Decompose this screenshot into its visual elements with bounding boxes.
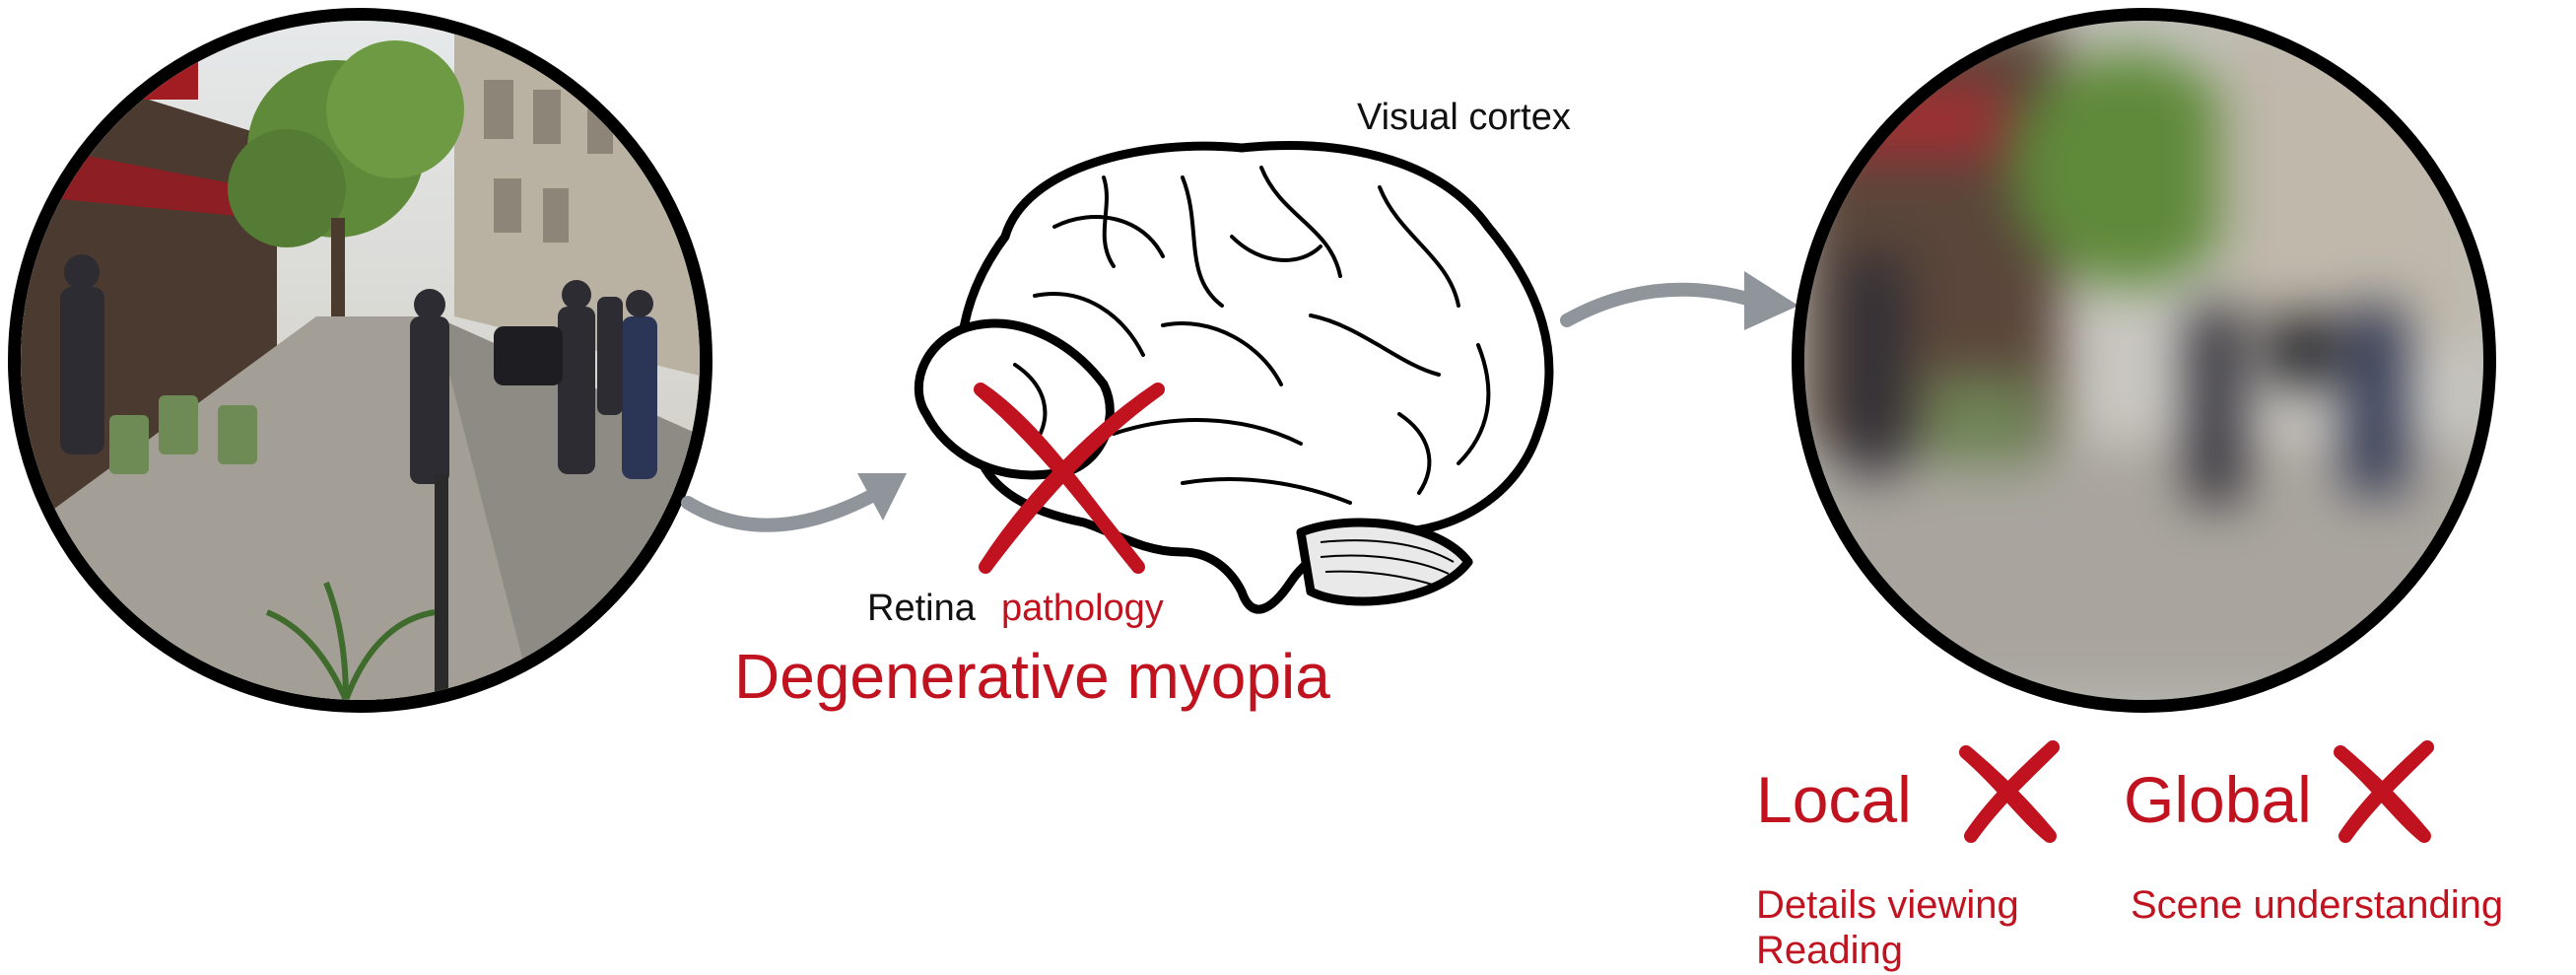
pathology-label: pathology (1001, 590, 1164, 627)
condition-label: Degenerative myopia (734, 645, 1330, 708)
global-desc-scene: Scene understanding (2131, 885, 2503, 925)
global-label: Global (2124, 767, 2312, 832)
arrow-to-perception (1557, 261, 1813, 350)
blurred-perception-photo (1792, 8, 2496, 713)
blurred-street-scene (1804, 21, 2483, 700)
street-scene-illustration (21, 21, 700, 700)
retina-label: Retina (867, 590, 976, 627)
street-photo-original (8, 8, 712, 713)
local-x-mark-icon (1956, 737, 2065, 846)
global-x-mark-icon (2331, 737, 2439, 846)
local-desc-reading: Reading (1756, 931, 1903, 970)
visual-cortex-label: Visual cortex (1357, 99, 1571, 136)
local-desc-details: Details viewing (1756, 885, 2019, 925)
local-label: Local (1756, 767, 1912, 832)
x-mark-icon (961, 370, 1168, 577)
